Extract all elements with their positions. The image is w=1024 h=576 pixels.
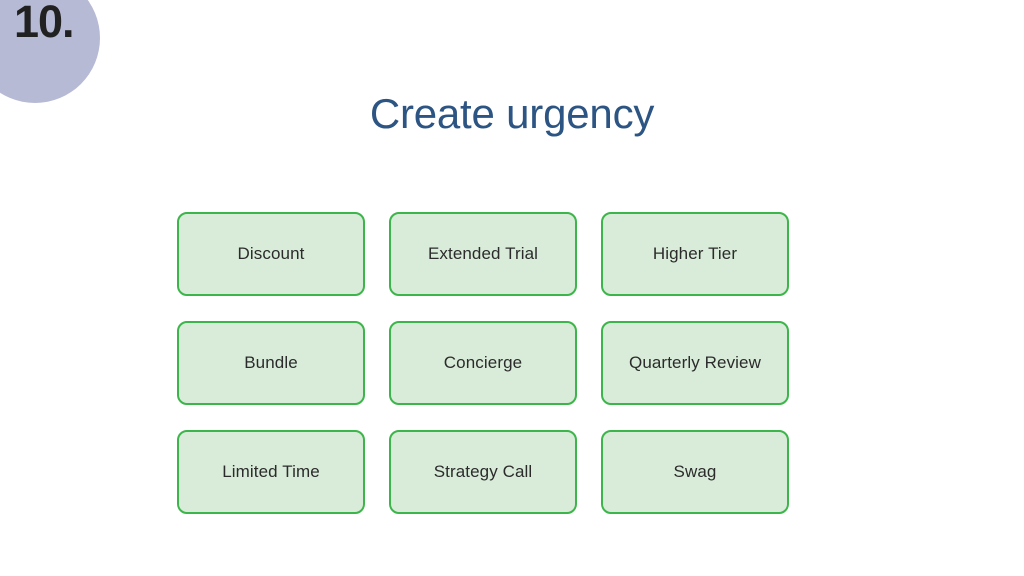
slide-number-text: 10. <box>14 0 75 47</box>
tactic-card-label: Concierge <box>443 352 523 372</box>
tactic-card-label: Higher Tier <box>652 243 738 263</box>
tactic-card-extended-trial[interactable]: Extended Trial <box>389 212 577 296</box>
tactic-card-label: Strategy Call <box>433 461 533 481</box>
tactic-card-label: Limited Time <box>222 461 320 481</box>
tactic-card-label: Swag <box>673 461 717 481</box>
tactic-card-discount[interactable]: Discount <box>177 212 365 296</box>
tactic-card-bundle[interactable]: Bundle <box>177 321 365 405</box>
tactic-card-higher-tier[interactable]: Higher Tier <box>601 212 789 296</box>
tactic-card-label: Bundle <box>244 352 298 372</box>
tactic-card-quarterly-review[interactable]: Quarterly Review <box>601 321 789 405</box>
slide-number-badge: 10. <box>0 0 100 103</box>
tactic-card-label: Quarterly Review <box>629 352 761 372</box>
tactics-card-grid: Discount Extended Trial Higher Tier Bund… <box>177 212 789 514</box>
page-title: Create urgency <box>369 90 655 138</box>
tactic-card-label: Extended Trial <box>427 243 539 263</box>
tactic-card-limited-time[interactable]: Limited Time <box>177 430 365 514</box>
tactic-card-swag[interactable]: Swag <box>601 430 789 514</box>
tactic-card-strategy-call[interactable]: Strategy Call <box>389 430 577 514</box>
tactic-card-label: Discount <box>237 243 305 263</box>
tactic-card-concierge[interactable]: Concierge <box>389 321 577 405</box>
